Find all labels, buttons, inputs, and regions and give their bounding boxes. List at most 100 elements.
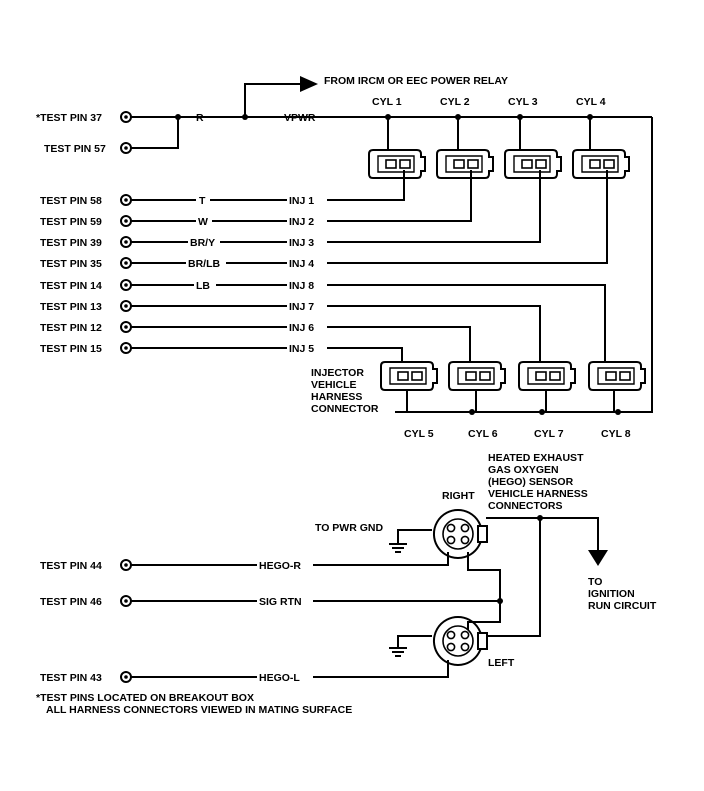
ground-right	[389, 529, 432, 553]
wire-color-brlb: BR/LB	[188, 258, 220, 270]
injector-connector-cyl7	[518, 361, 576, 391]
circuit-sig-rtn: SIG RTN	[259, 596, 302, 608]
splice-dot	[242, 114, 248, 120]
test-pin-terminal	[120, 671, 132, 683]
test-pin-terminal	[120, 321, 132, 333]
hego-connector-left	[432, 616, 488, 666]
splice-dot	[175, 114, 181, 120]
cyl1-label: CYL 1	[372, 96, 402, 108]
circuit-inj1: INJ 1	[289, 195, 314, 207]
lower-injector-feeds	[406, 388, 615, 412]
splice-dot	[469, 409, 475, 415]
test-pin-44-label: TEST PIN 44	[40, 560, 102, 572]
test-pin-terminal	[120, 142, 132, 154]
test-pin-43-label: TEST PIN 43	[40, 672, 102, 684]
left-label: LEFT	[488, 657, 515, 669]
injector-signal-wires	[131, 170, 608, 370]
svg-text:(HEGO) SENSOR: (HEGO) SENSOR	[488, 476, 574, 488]
injector-connector-cyl5	[380, 361, 438, 391]
injector-connector-label: INJECTOR VEHICLE HARNESS CONNECTOR	[311, 367, 379, 415]
to-pwr-gnd-label: TO PWR GND	[315, 522, 383, 534]
injector-connector-cyl1	[368, 149, 426, 179]
power-feed: FROM IRCM OR EEC POWER RELAY	[244, 75, 508, 117]
wire-color-lb: LB	[196, 280, 210, 292]
hego-wires	[131, 515, 608, 678]
footnote-line1: *TEST PINS LOCATED ON BREAKOUT BOX	[36, 692, 254, 704]
test-pin-terminal	[120, 595, 132, 607]
to-ignition-label: TO IGNITION RUN CIRCUIT	[588, 576, 657, 612]
test-pin-57-label: TEST PIN 57	[44, 143, 106, 155]
wire-color-w: W	[198, 216, 208, 228]
svg-text:GAS OXYGEN: GAS OXYGEN	[488, 464, 559, 476]
test-pin-terminal	[120, 559, 132, 571]
injector-connector-cyl8	[588, 361, 646, 391]
wire-color-r: R	[196, 112, 204, 124]
footnote-line2: ALL HARNESS CONNECTORS VIEWED IN MATING …	[46, 704, 352, 716]
svg-text:IGNITION: IGNITION	[588, 588, 635, 600]
splice-dot	[497, 598, 503, 604]
power-source-label: FROM IRCM OR EEC POWER RELAY	[324, 75, 508, 87]
svg-text:HEATED EXHAUST: HEATED EXHAUST	[488, 452, 584, 464]
test-pin-terminal	[120, 194, 132, 206]
ground-left	[389, 635, 432, 657]
test-pin-37-label: *TEST PIN 37	[36, 112, 102, 124]
injector-connector-cyl6	[448, 361, 506, 391]
injector-connector-cyl3	[504, 149, 562, 179]
svg-text:HARNESS: HARNESS	[311, 391, 362, 403]
circuit-hego-l: HEGO-L	[259, 672, 300, 684]
cyl5-label: CYL 5	[404, 428, 434, 440]
hego-label: HEATED EXHAUST GAS OXYGEN (HEGO) SENSOR …	[488, 452, 588, 512]
test-pin-58-label: TEST PIN 58	[40, 195, 102, 207]
circuit-inj3: INJ 3	[289, 237, 314, 249]
wire-color-bry: BR/Y	[190, 237, 215, 249]
circuit-inj2: INJ 2	[289, 216, 314, 228]
svg-text:VEHICLE HARNESS: VEHICLE HARNESS	[488, 488, 588, 500]
test-pins-injector: *TEST PIN 37 TEST PIN 57 TEST PIN 58 TES…	[36, 111, 132, 355]
cyl3-label: CYL 3	[508, 96, 538, 108]
test-pin-59-label: TEST PIN 59	[40, 216, 102, 228]
test-pin-terminal	[120, 279, 132, 291]
hego-connector-right	[432, 509, 488, 559]
test-pin-35-label: TEST PIN 35	[40, 258, 102, 270]
svg-text:CONNECTORS: CONNECTORS	[488, 500, 562, 512]
right-label: RIGHT	[442, 490, 475, 502]
cyl2-label: CYL 2	[440, 96, 470, 108]
ignition-arrow	[588, 550, 608, 566]
test-pin-terminal	[120, 215, 132, 227]
test-pin-46-label: TEST PIN 46	[40, 596, 102, 608]
cyl8-label: CYL 8	[601, 428, 631, 440]
test-pin-15-label: TEST PIN 15	[40, 343, 102, 355]
test-pin-terminal	[120, 236, 132, 248]
test-pin-terminal	[120, 342, 132, 354]
splice-dot	[615, 409, 621, 415]
circuit-vpwr: VPWR	[284, 112, 316, 124]
test-pin-39-label: TEST PIN 39	[40, 237, 102, 249]
svg-text:CONNECTOR: CONNECTOR	[311, 403, 379, 415]
splice-dot	[539, 409, 545, 415]
test-pin-12-label: TEST PIN 12	[40, 322, 102, 334]
circuit-inj4: INJ 4	[289, 258, 314, 270]
test-pin-13-label: TEST PIN 13	[40, 301, 102, 313]
cyl4-label: CYL 4	[576, 96, 606, 108]
svg-text:VEHICLE: VEHICLE	[311, 379, 357, 391]
cyl7-label: CYL 7	[534, 428, 564, 440]
wire-labels: T W BR/Y BR/LB LB INJ 1 INJ 2 INJ 3 INJ …	[186, 193, 327, 355]
wire-color-t: T	[199, 195, 206, 207]
test-pins-hego: TEST PIN 44 TEST PIN 46 TEST PIN 43	[40, 559, 132, 684]
circuit-hego-r: HEGO-R	[259, 560, 301, 572]
circuit-inj7: INJ 7	[289, 301, 314, 313]
injector-connector-cyl4	[572, 149, 630, 179]
cyl6-label: CYL 6	[468, 428, 498, 440]
circuit-inj6: INJ 6	[289, 322, 314, 334]
test-pin-terminal	[120, 111, 132, 123]
test-pin-terminal	[120, 300, 132, 312]
svg-text:TO: TO	[588, 576, 602, 588]
test-pin-14-label: TEST PIN 14	[40, 280, 102, 292]
circuit-inj8: INJ 8	[289, 280, 314, 292]
circuit-inj5: INJ 5	[289, 343, 314, 355]
svg-text:RUN CIRCUIT: RUN CIRCUIT	[588, 600, 657, 612]
svg-text:INJECTOR: INJECTOR	[311, 367, 364, 379]
injector-connector-cyl2	[436, 149, 494, 179]
test-pin-terminal	[120, 257, 132, 269]
